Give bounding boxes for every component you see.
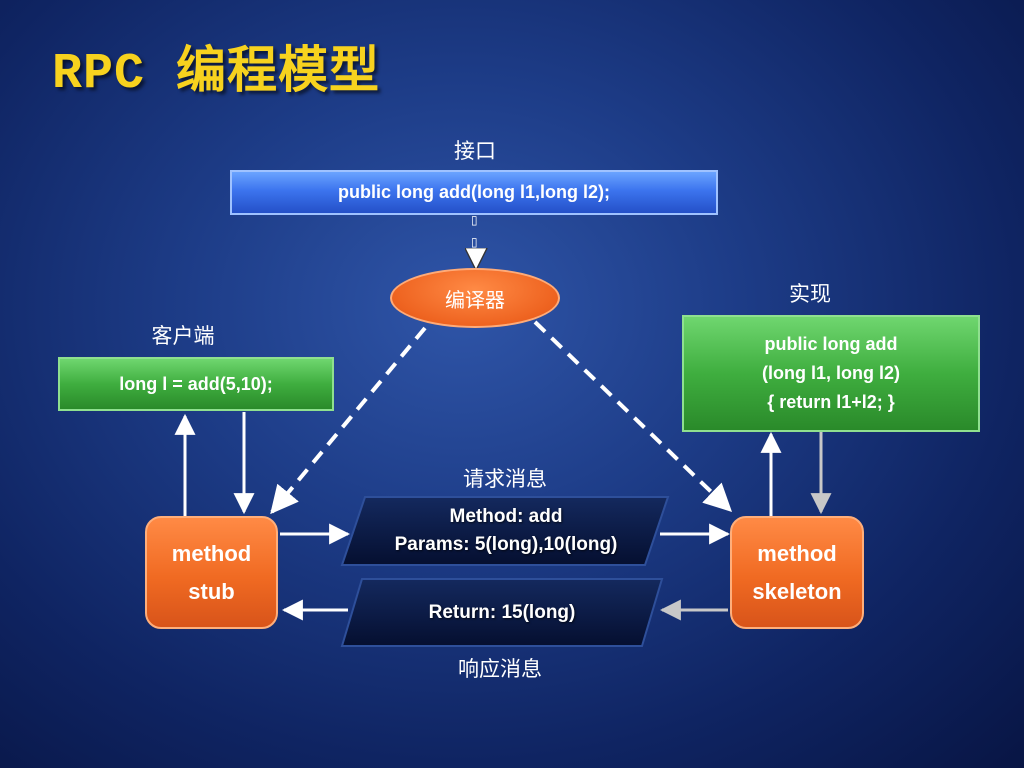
response-message: Return: 15(long) xyxy=(352,581,652,644)
request-caption: 请求消息 xyxy=(463,467,547,491)
request-message-shape xyxy=(340,496,670,566)
implementation-line-2: (long l1, long l2) xyxy=(762,363,900,384)
response-return: Return: 15(long) xyxy=(428,601,576,623)
compiler-to-stub-dashed-arrow xyxy=(270,326,427,515)
interface-box: public long add(long l1,long l2); xyxy=(230,170,718,215)
implementation-caption: 实现 xyxy=(789,282,831,306)
implementation-line-3: { return l1+l2; } xyxy=(767,391,895,412)
client-code: long l = add(5,10); xyxy=(119,373,273,394)
interface-caption: 接口 xyxy=(454,139,496,163)
stub-line-2: stub xyxy=(188,578,235,604)
request-method: Method: add xyxy=(449,506,563,528)
method-skeleton-box: method skeleton xyxy=(730,516,864,629)
method-stub-box: method stub xyxy=(145,516,278,629)
request-message: Method: add Params: 5(long),10(long) xyxy=(352,499,660,563)
placeholder-glyph-top: ▯ xyxy=(471,213,478,227)
response-caption: 响应消息 xyxy=(458,657,542,681)
interface-code: public long add(long l1,long l2); xyxy=(338,182,610,202)
client-caption: 客户端 xyxy=(151,324,215,348)
slide-title: RPC 编程模型 xyxy=(52,46,381,103)
response-message-shape xyxy=(340,578,664,647)
request-params: Params: 5(long),10(long) xyxy=(394,534,618,555)
implementation-line-1: public long add xyxy=(764,334,898,355)
placeholder-glyph-bottom: ▯ xyxy=(471,235,478,249)
compiler-label: 编译器 xyxy=(445,287,505,312)
client-code-box: long l = add(5,10); xyxy=(58,357,334,411)
stub-line-1: method xyxy=(171,541,252,567)
skeleton-line-2: skeleton xyxy=(752,578,842,604)
implementation-code-box: public long add (long l1, long l2) { ret… xyxy=(682,315,980,432)
skeleton-line-1: method xyxy=(757,541,837,567)
compiler-ellipse: 编译器 xyxy=(390,268,560,328)
